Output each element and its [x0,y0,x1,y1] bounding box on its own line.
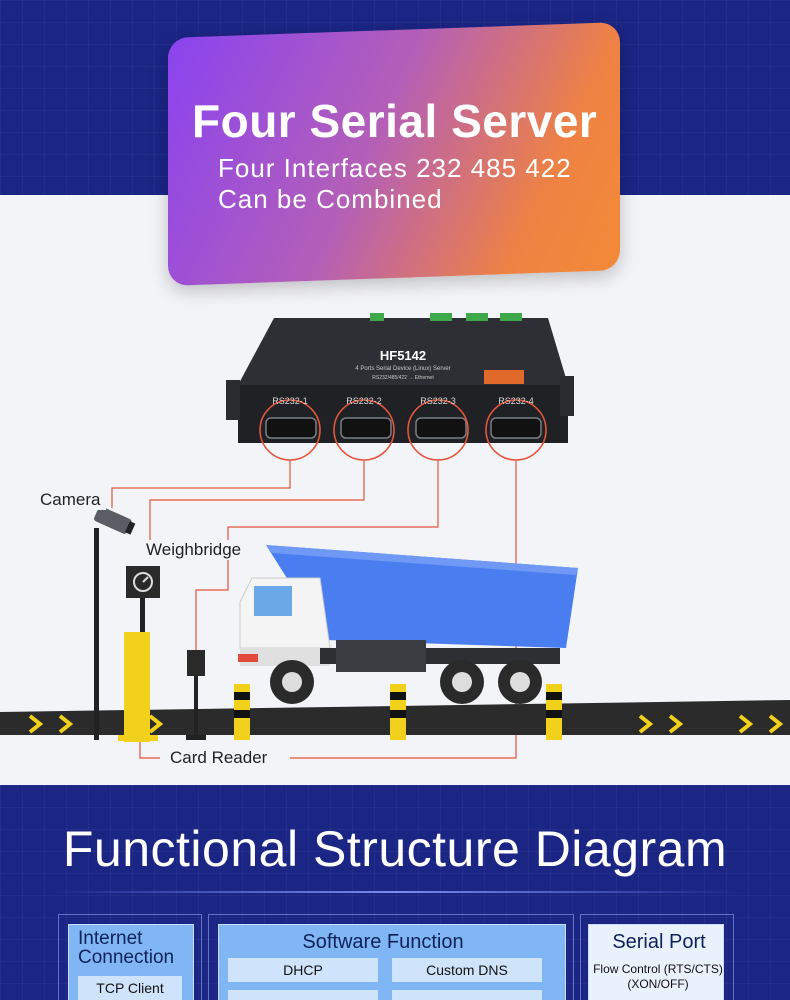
section-title: Functional Structure Diagram [62,821,728,877]
device-spec: RS232/485/422 → Ethernet [372,375,434,381]
flow-control-line1: Flow Control (RTS/CTS) [593,962,723,976]
internet-title-line1: Internet [78,928,143,949]
flow-control-line2: (XON/OFF) [627,977,689,991]
port-label-1: RS232-1 [272,396,308,406]
device-model: HF5142 [380,348,426,363]
weighbridge-label: Weighbridge [140,540,248,560]
internet-panel [58,914,202,1000]
banner-subtitle-line2: Can be Combined [218,184,443,214]
software-panel [208,914,574,1000]
port-label-4: RS232-4 [498,396,534,406]
banner-title: Four Serial Server [192,95,598,147]
software-pill-3 [228,990,378,1000]
title-divider [50,891,740,893]
internet-title-line2: Connection [78,947,175,968]
camera-label: Camera [34,490,107,510]
card-reader-label: Card Reader [164,748,274,768]
serial-panel-inner [588,924,724,1000]
device-description: 4 Ports Serial Device (Linux) Server [355,366,450,372]
banner-subtitle-line1: Four Interfaces 232 485 422 [218,153,572,183]
application-scene: HF5142 4 Ports Serial Device (Linux) Ser… [0,313,790,759]
custom-dns-pill: Custom DNS [392,958,542,982]
camera-pole [94,528,99,740]
road-chevrons [28,714,784,734]
port-label-2: RS232-2 [346,396,382,406]
serial-panel [580,914,734,1000]
card-reader-device [187,650,205,676]
serial-server-device [226,313,574,461]
bollards [234,684,562,740]
port-label-3: RS232-3 [420,396,456,406]
dump-truck [238,545,578,704]
camera-icon [94,506,136,535]
tcp-client-pill: TCP Client [78,976,182,1000]
software-pill-4 [392,990,542,1000]
dhcp-pill: DHCP [228,958,378,982]
software-title: Software Function [302,931,464,953]
serial-title: Serial Port [612,931,706,953]
barrier-post [124,632,150,742]
